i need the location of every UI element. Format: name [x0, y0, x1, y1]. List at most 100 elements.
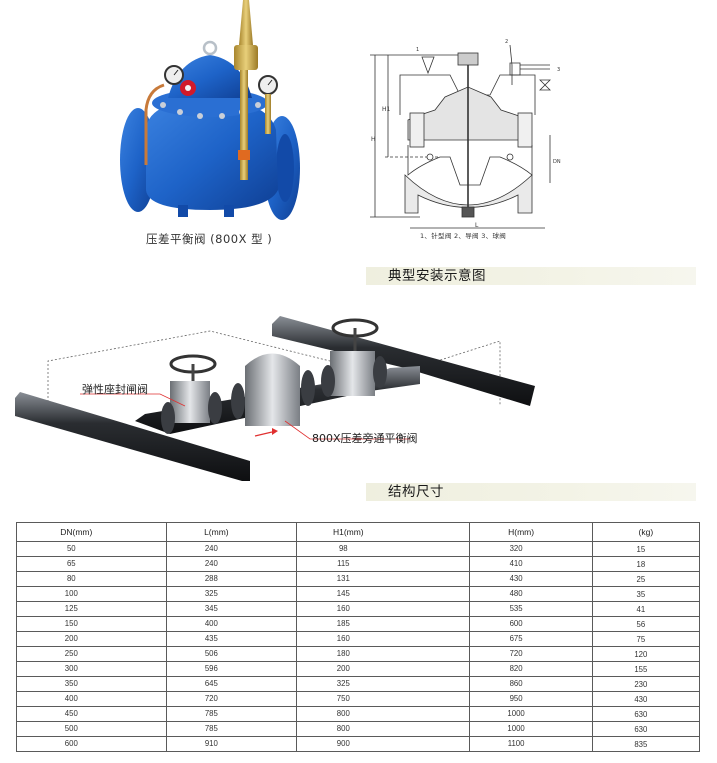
- cell-h1: 115: [296, 556, 471, 572]
- cell-dn: 400: [16, 691, 167, 707]
- section-header-installation: 典型安装示意图: [366, 267, 696, 285]
- cell-l: 596: [165, 661, 298, 677]
- cell-l: 435: [165, 631, 298, 647]
- section-header-dimensions: 结构尺寸: [366, 483, 696, 501]
- cell-h: 480: [469, 586, 593, 602]
- section-title: 典型安装示意图: [388, 268, 486, 284]
- cell-dn: 80: [16, 571, 167, 587]
- cell-dn: 500: [16, 721, 167, 737]
- cell-dn: 600: [16, 736, 167, 752]
- cell-dn: 300: [16, 661, 167, 677]
- cell-l: 240: [165, 556, 298, 572]
- cell-dn: 125: [16, 601, 167, 617]
- cell-weight: 120: [591, 646, 701, 662]
- cell-l: 910: [165, 736, 298, 752]
- cell-dn: 450: [16, 706, 167, 722]
- cell-l: 325: [165, 586, 298, 602]
- cell-dn: 200: [16, 631, 167, 647]
- header-h1: H1(mm): [296, 522, 471, 542]
- cell-dn: 50: [16, 541, 167, 557]
- cell-l: 720: [165, 691, 298, 707]
- cell-weight: 835: [591, 736, 701, 752]
- svg-text:2: 2: [505, 39, 508, 45]
- cell-h1: 800: [296, 721, 471, 737]
- cell-l: 645: [165, 676, 298, 692]
- product-photo: [120, 0, 300, 220]
- cell-h1: 800: [296, 706, 471, 722]
- cell-h1: 160: [296, 601, 471, 617]
- svg-text:L: L: [475, 222, 479, 229]
- header-l: L(mm): [165, 522, 298, 542]
- cell-h: 950: [469, 691, 593, 707]
- cell-h: 820: [469, 661, 593, 677]
- cell-weight: 18: [591, 556, 701, 572]
- cell-l: 400: [165, 616, 298, 632]
- cell-l: 240: [165, 541, 298, 557]
- header-dn: DN(mm): [16, 522, 167, 542]
- cell-h1: 98: [296, 541, 471, 557]
- flow-arrow-icon: [272, 428, 278, 435]
- cell-weight: 430: [591, 691, 701, 707]
- cell-weight: 25: [591, 571, 701, 587]
- cell-h: 1000: [469, 706, 593, 722]
- cell-h: 1000: [469, 721, 593, 737]
- sectional-diagram: H H1 DN L 1 2 3: [370, 39, 561, 229]
- svg-text:1: 1: [416, 47, 419, 53]
- callout-gate-valve: 弹性座封闸阀: [82, 383, 148, 396]
- cell-weight: 630: [591, 706, 701, 722]
- cell-weight: 230: [591, 676, 701, 692]
- cell-h1: 160: [296, 631, 471, 647]
- cell-h1: 750: [296, 691, 471, 707]
- cell-l: 785: [165, 721, 298, 737]
- header-weight: (kg): [591, 522, 701, 542]
- cell-l: 785: [165, 706, 298, 722]
- callout-balance-valve: 800X压差旁通平衡阀: [312, 432, 418, 445]
- cell-h1: 180: [296, 646, 471, 662]
- cell-weight: 75: [591, 631, 701, 647]
- cell-dn: 65: [16, 556, 167, 572]
- dim-H1-label: H1: [382, 106, 391, 113]
- svg-text:3: 3: [557, 67, 560, 73]
- header-h: H(mm): [469, 522, 593, 542]
- svg-text:DN: DN: [553, 159, 561, 165]
- cell-dn: 100: [16, 586, 167, 602]
- cell-h: 320: [469, 541, 593, 557]
- cell-h: 1100: [469, 736, 593, 752]
- cell-dn: 250: [16, 646, 167, 662]
- cell-weight: 630: [591, 721, 701, 737]
- section-title: 结构尺寸: [388, 484, 444, 500]
- cell-weight: 15: [591, 541, 701, 557]
- cell-l: 345: [165, 601, 298, 617]
- cell-l: 288: [165, 571, 298, 587]
- cell-h: 860: [469, 676, 593, 692]
- cell-weight: 35: [591, 586, 701, 602]
- cell-h1: 185: [296, 616, 471, 632]
- cell-weight: 41: [591, 601, 701, 617]
- cell-dn: 150: [16, 616, 167, 632]
- cell-h1: 145: [296, 586, 471, 602]
- dim-H-label: H: [371, 136, 376, 143]
- cell-dn: 350: [16, 676, 167, 692]
- cell-h1: 200: [296, 661, 471, 677]
- installation-drawing: [15, 316, 535, 481]
- cell-weight: 155: [591, 661, 701, 677]
- cell-weight: 56: [591, 616, 701, 632]
- diagram-legend: 1、针型阀 2、导阀 3、球阀: [420, 232, 507, 240]
- cell-h1: 131: [296, 571, 471, 587]
- cell-h: 600: [469, 616, 593, 632]
- cell-h: 675: [469, 631, 593, 647]
- table-header-row: DN(mm) L(mm) H1(mm) H(mm) (kg): [16, 522, 701, 542]
- cell-h: 430: [469, 571, 593, 587]
- cell-h: 535: [469, 601, 593, 617]
